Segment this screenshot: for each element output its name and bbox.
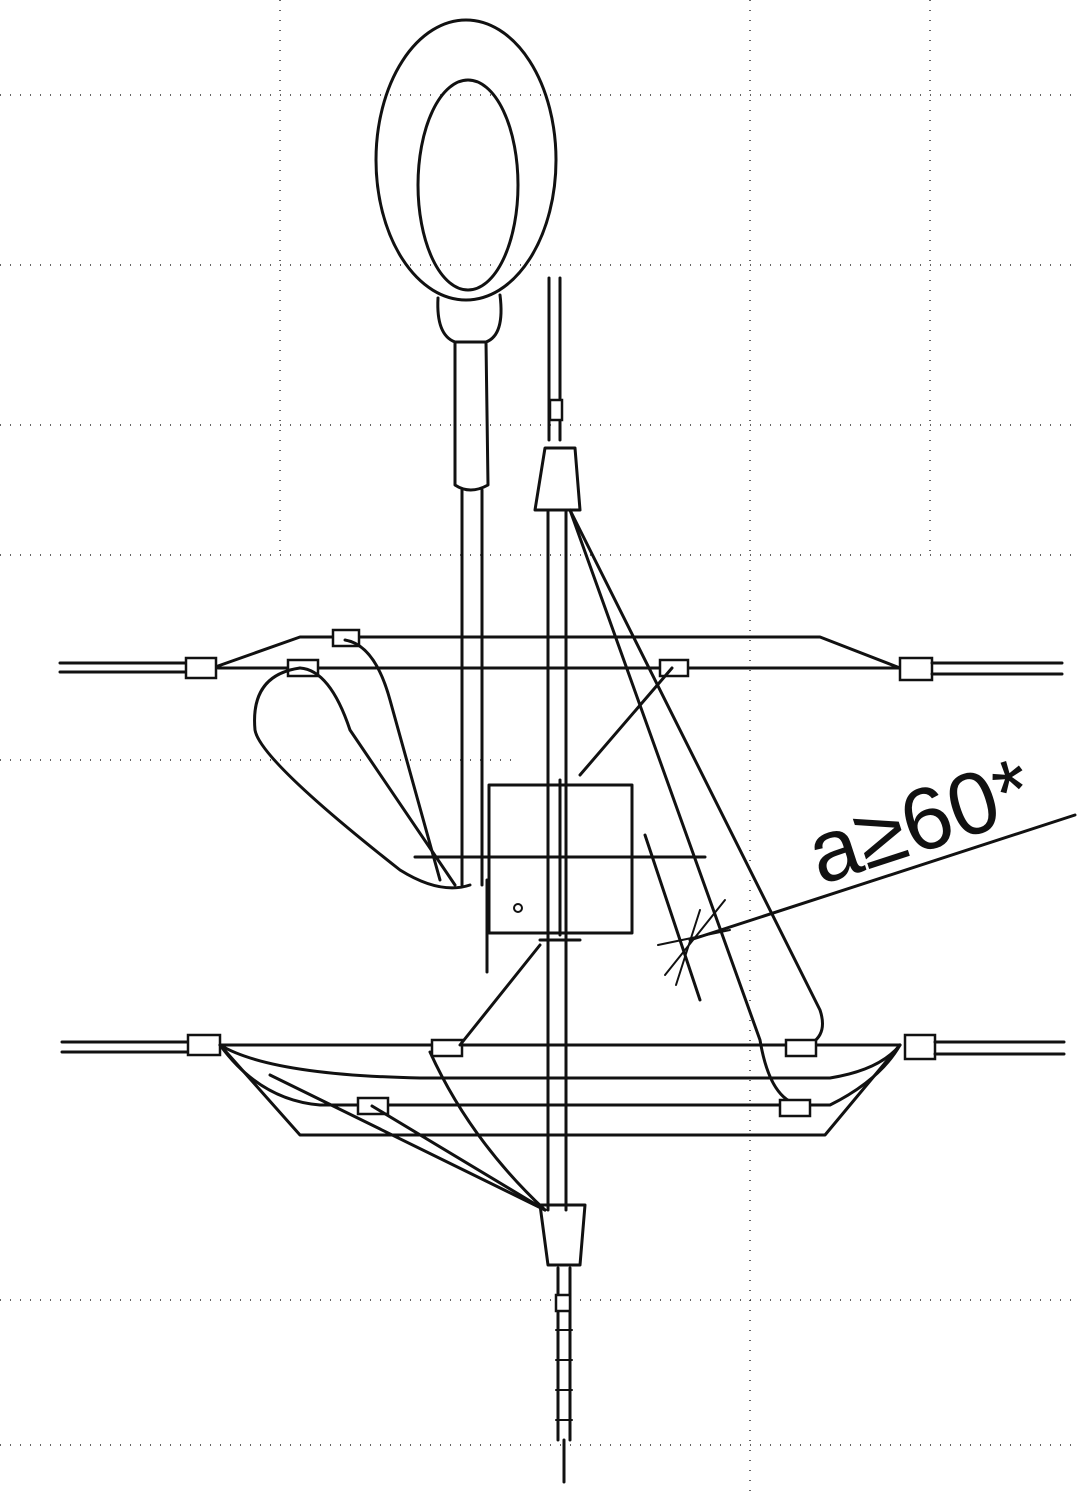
- upper-right-clamp: [898, 656, 934, 682]
- center-frame: [413, 778, 707, 974]
- dropper-wires: [253, 508, 824, 1107]
- lower-vertical-wire: [268, 938, 587, 1484]
- lower-left-clamp: [186, 1033, 222, 1057]
- lower-catenary: [60, 1033, 1066, 1137]
- upper-left-clamp: [184, 656, 218, 680]
- upper-catenary: [58, 628, 1064, 682]
- support-mast: [374, 18, 558, 887]
- angle-label: a≥60*: [795, 738, 1044, 903]
- angle-annotation: a≥60*: [657, 738, 1077, 986]
- lower-right-clamp: [903, 1033, 937, 1061]
- upper-vertical-wire: [533, 276, 582, 1212]
